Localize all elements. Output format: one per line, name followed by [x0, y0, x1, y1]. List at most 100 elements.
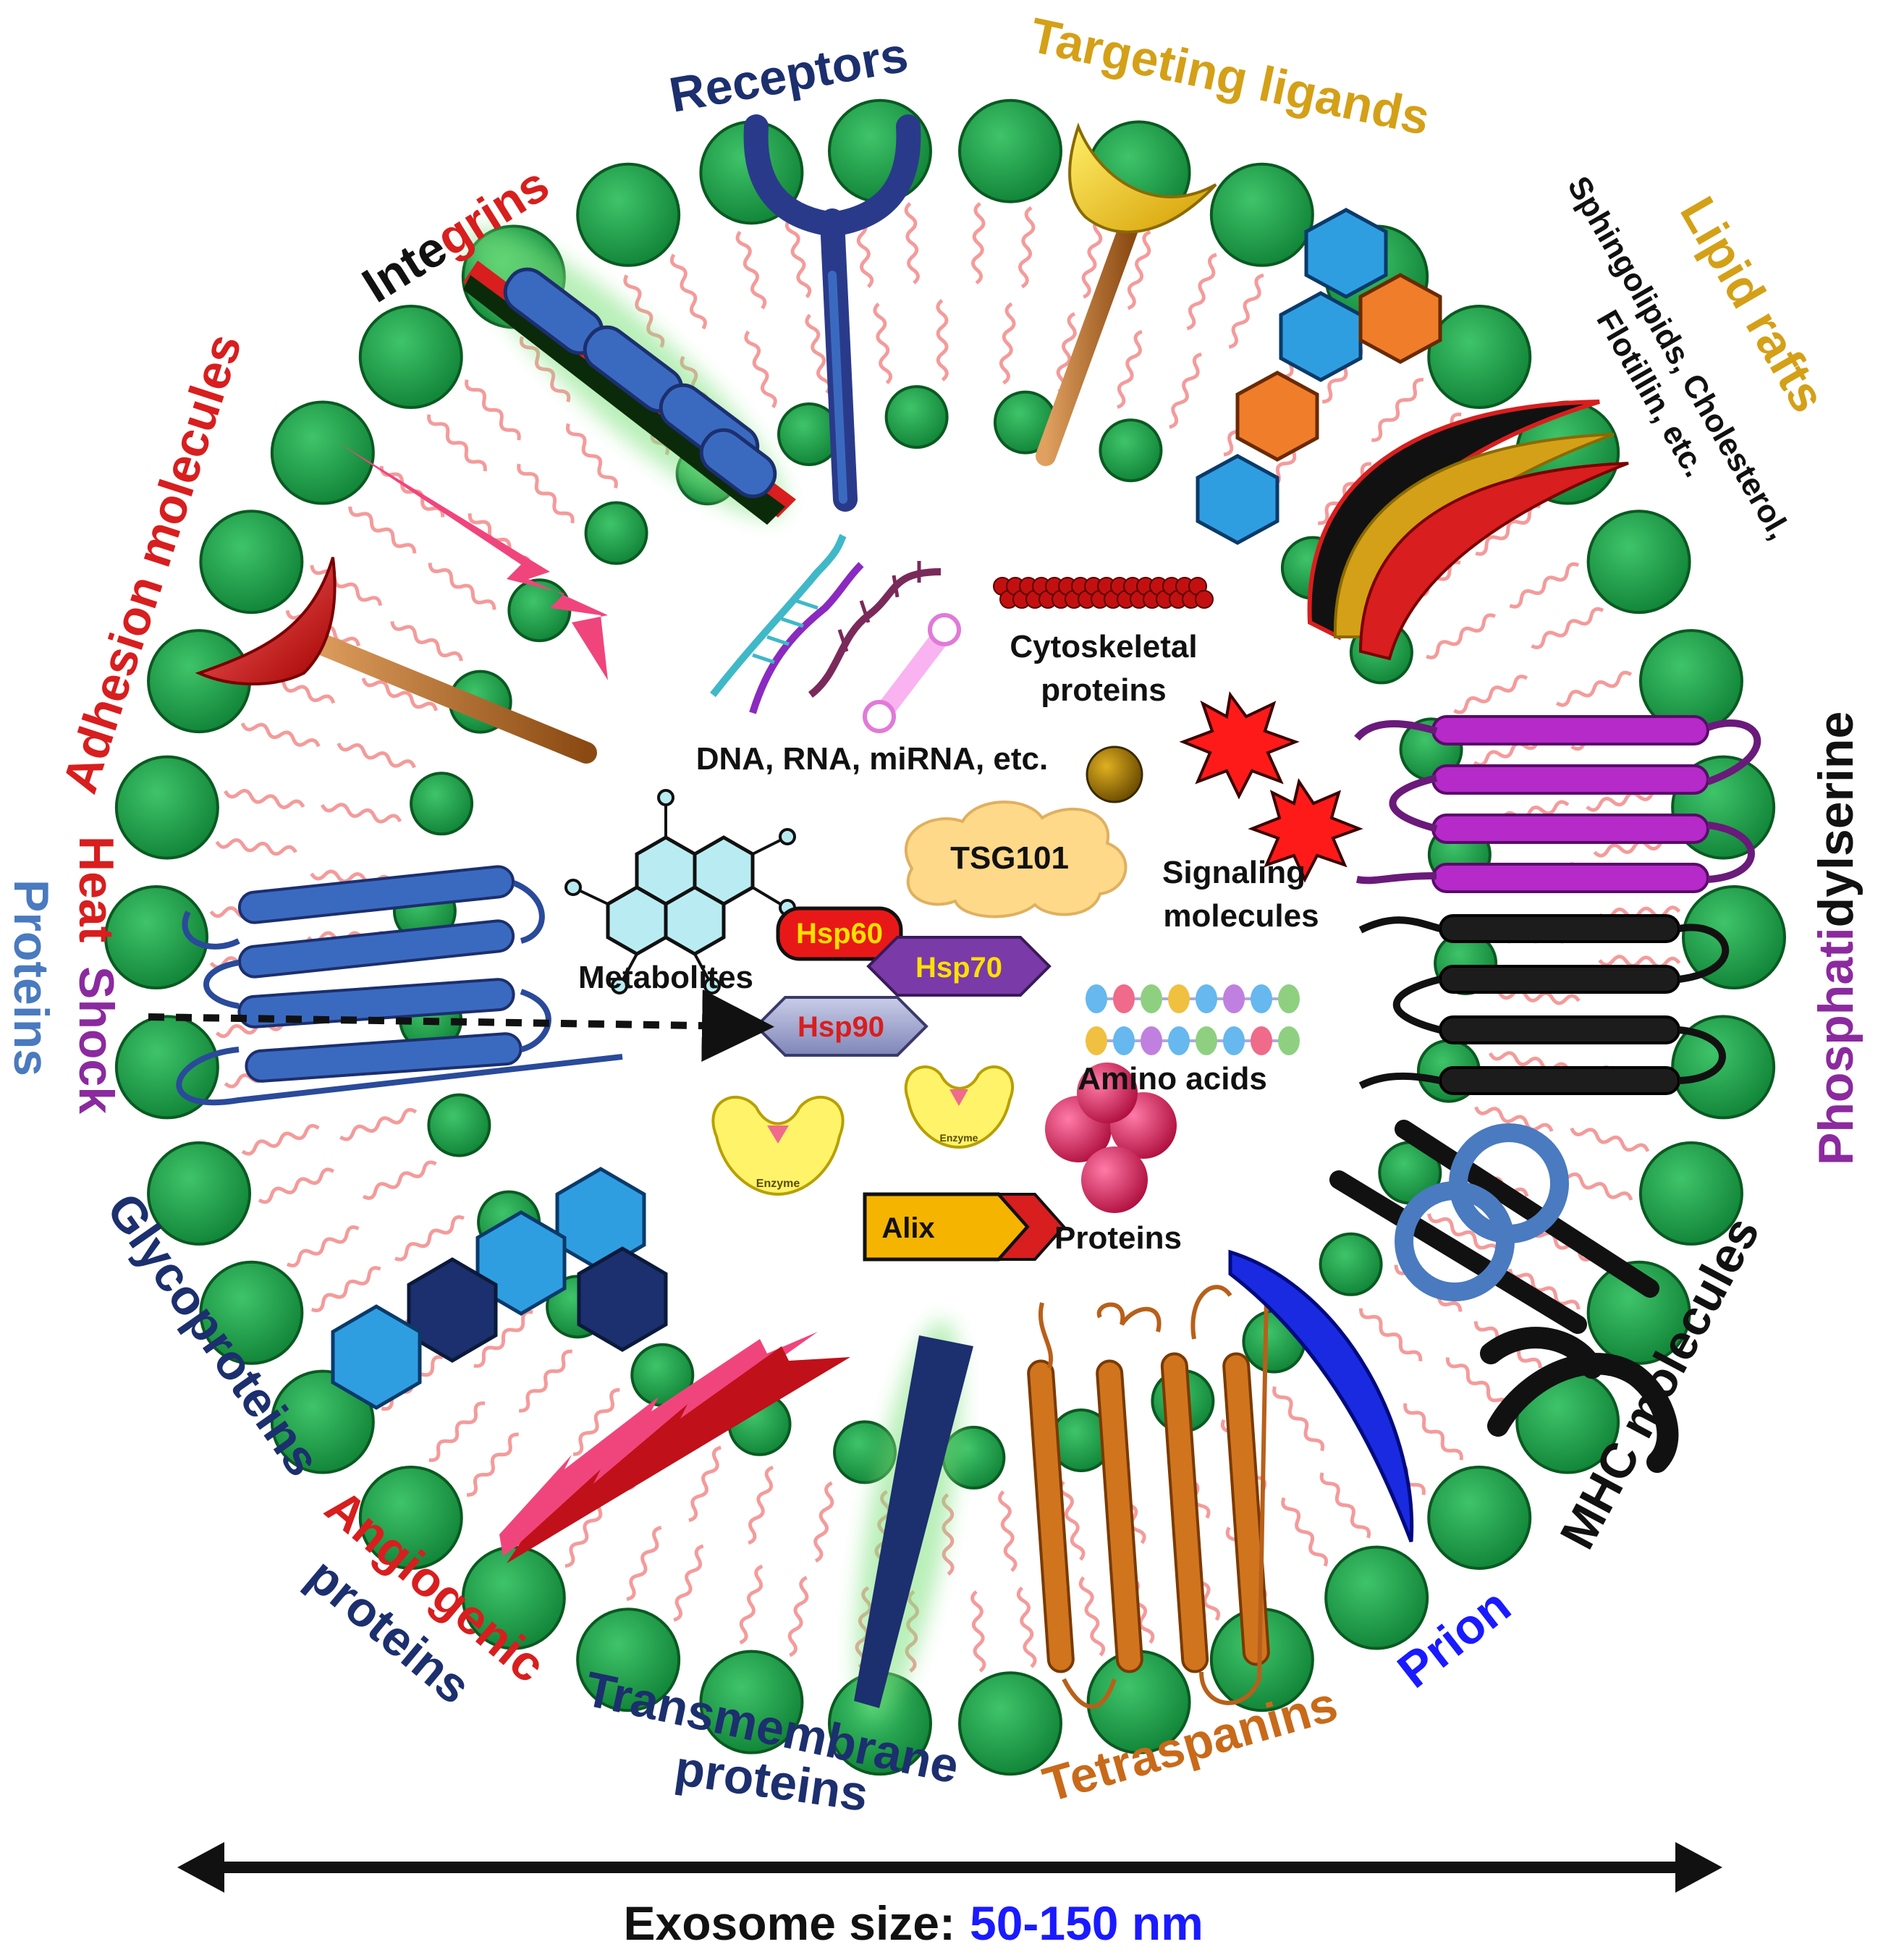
lipid-tail	[1018, 206, 1036, 289]
lipid-tail	[787, 1576, 809, 1657]
lipid-tail	[1498, 989, 1581, 1005]
dna-helix-icon	[710, 533, 864, 714]
phosphatidylserine-label-part1: Phosphati	[1808, 927, 1863, 1165]
lipid-tail	[626, 1526, 662, 1602]
heat-shock-label-part2: Shock	[69, 966, 124, 1114]
vesicle-sphere	[1086, 745, 1143, 803]
lipid-tail	[1186, 253, 1217, 331]
amino-bead	[1086, 984, 1107, 1013]
lipid-tail	[1169, 352, 1202, 429]
amino-acids-label: Amino acids	[1078, 1061, 1267, 1097]
heat-shock-ribbon-icon	[176, 865, 623, 1106]
lipid-tail	[1078, 1576, 1106, 1657]
tetraspanin-ribbon-icon	[1027, 1285, 1270, 1709]
lipid-tail	[1427, 1213, 1500, 1254]
amino-bead	[1113, 1026, 1135, 1055]
hsp70-badge	[866, 936, 1052, 997]
lipid-tail	[517, 463, 575, 524]
heat-shock-label-part3: Proteins	[4, 879, 59, 1076]
lipid-tail	[564, 1496, 607, 1568]
amino-bead	[1113, 984, 1135, 1013]
cytoskeletal-label-line1: Cytoskeletal	[1010, 629, 1197, 664]
lipid-tail	[1403, 1403, 1463, 1461]
signaling-starburst-icon	[1179, 690, 1363, 883]
proteins-label: Proteins	[1054, 1220, 1182, 1256]
lipid-tail	[1453, 675, 1528, 714]
amino-bead	[1278, 1026, 1300, 1055]
phospholipid-head	[1319, 1232, 1383, 1296]
amino-bead	[1251, 1026, 1272, 1055]
cytoskeletal-label-line2: proteins	[1041, 672, 1167, 708]
lipid-tail	[1081, 217, 1103, 299]
lipid-tail	[873, 302, 893, 385]
metabolites-label: Metabolites	[578, 960, 753, 995]
glycan-hexagon-icon	[1196, 208, 1442, 545]
phospholipid-head	[884, 385, 949, 449]
angiogenic-bolt-icon	[337, 442, 608, 680]
lipid-tail	[465, 379, 521, 441]
cytoskeleton-chain-icon	[993, 577, 1214, 609]
phospholipid-head	[1638, 1141, 1743, 1246]
phospholipid-head	[1427, 305, 1532, 410]
lipid-tail	[310, 1266, 381, 1313]
phospholipid-head	[358, 305, 463, 410]
lipid-tail	[1474, 1106, 1554, 1132]
phospholipid-head	[584, 501, 648, 565]
lipid-tail	[1531, 607, 1604, 649]
lipid-tail	[1281, 1497, 1329, 1567]
hsp90-badge	[754, 996, 928, 1057]
prion-crescent-icon	[1228, 1249, 1414, 1542]
lipid-tail	[735, 230, 767, 310]
enzyme-icon	[904, 1065, 1015, 1149]
phospholipid-head	[1671, 1015, 1776, 1120]
lipid-tail	[1509, 562, 1580, 609]
phospholipid-head	[270, 400, 375, 505]
phospholipid-head	[1586, 510, 1691, 614]
lipid-tail	[473, 1310, 533, 1368]
lipid-tail	[310, 565, 383, 607]
lipid-tail	[739, 1564, 763, 1644]
lipid-tail	[519, 1349, 572, 1413]
alix-label: Alix	[881, 1212, 934, 1244]
phospholipid-head	[576, 162, 681, 267]
metabolite-molecule-icon	[564, 789, 796, 994]
lipid-tail	[1507, 1268, 1581, 1310]
lipid-tail	[936, 299, 949, 381]
phospholipid-head	[410, 772, 474, 836]
lipid-tail	[688, 1445, 722, 1523]
transmembrane-spike-icon	[854, 1320, 973, 1720]
phospholipid-head	[1209, 162, 1314, 267]
enzyme-label: Enzyme	[756, 1178, 800, 1190]
lipid-tail	[427, 414, 487, 472]
angiogenic-bolt-icon	[499, 1332, 850, 1563]
lipid-tail	[565, 423, 618, 489]
phospholipid-head	[1427, 1465, 1532, 1570]
lipid-tail	[1598, 955, 1681, 969]
amino-bead	[1196, 984, 1217, 1013]
lipid-tail	[970, 1590, 986, 1673]
lipid-tail	[1016, 1586, 1037, 1668]
tsg101-cloud	[905, 801, 1128, 918]
signaling-label-line2: molecules	[1163, 898, 1319, 934]
amino-bead	[1251, 984, 1272, 1013]
lipid-tail	[1127, 230, 1151, 311]
enzyme-icon	[711, 1095, 845, 1196]
amino-bead	[1168, 984, 1190, 1013]
lipid-tail	[1598, 905, 1681, 921]
lipid-tail	[1554, 1170, 1633, 1201]
amino-acid-beads-icon	[1086, 984, 1300, 1055]
dna-rna-label: DNA, RNA, miRNA, etc.	[696, 741, 1049, 777]
amino-bead	[1223, 1026, 1245, 1055]
phospholipid-head	[699, 1649, 804, 1754]
lipid-tail	[215, 838, 297, 856]
lipid-tail	[1318, 462, 1371, 525]
lipid-tail	[361, 677, 439, 711]
hsp60-label: Hsp60	[796, 918, 883, 950]
lipid-tail	[1228, 273, 1264, 349]
lipid-tail	[1272, 1386, 1325, 1452]
amino-bead	[1168, 1026, 1190, 1055]
receptor-y-icon	[743, 114, 921, 512]
lipid-tail	[1371, 378, 1424, 442]
phospholipid-head	[1586, 1260, 1691, 1365]
targeting-ligands-label: Targeting ligands	[1025, 7, 1434, 145]
